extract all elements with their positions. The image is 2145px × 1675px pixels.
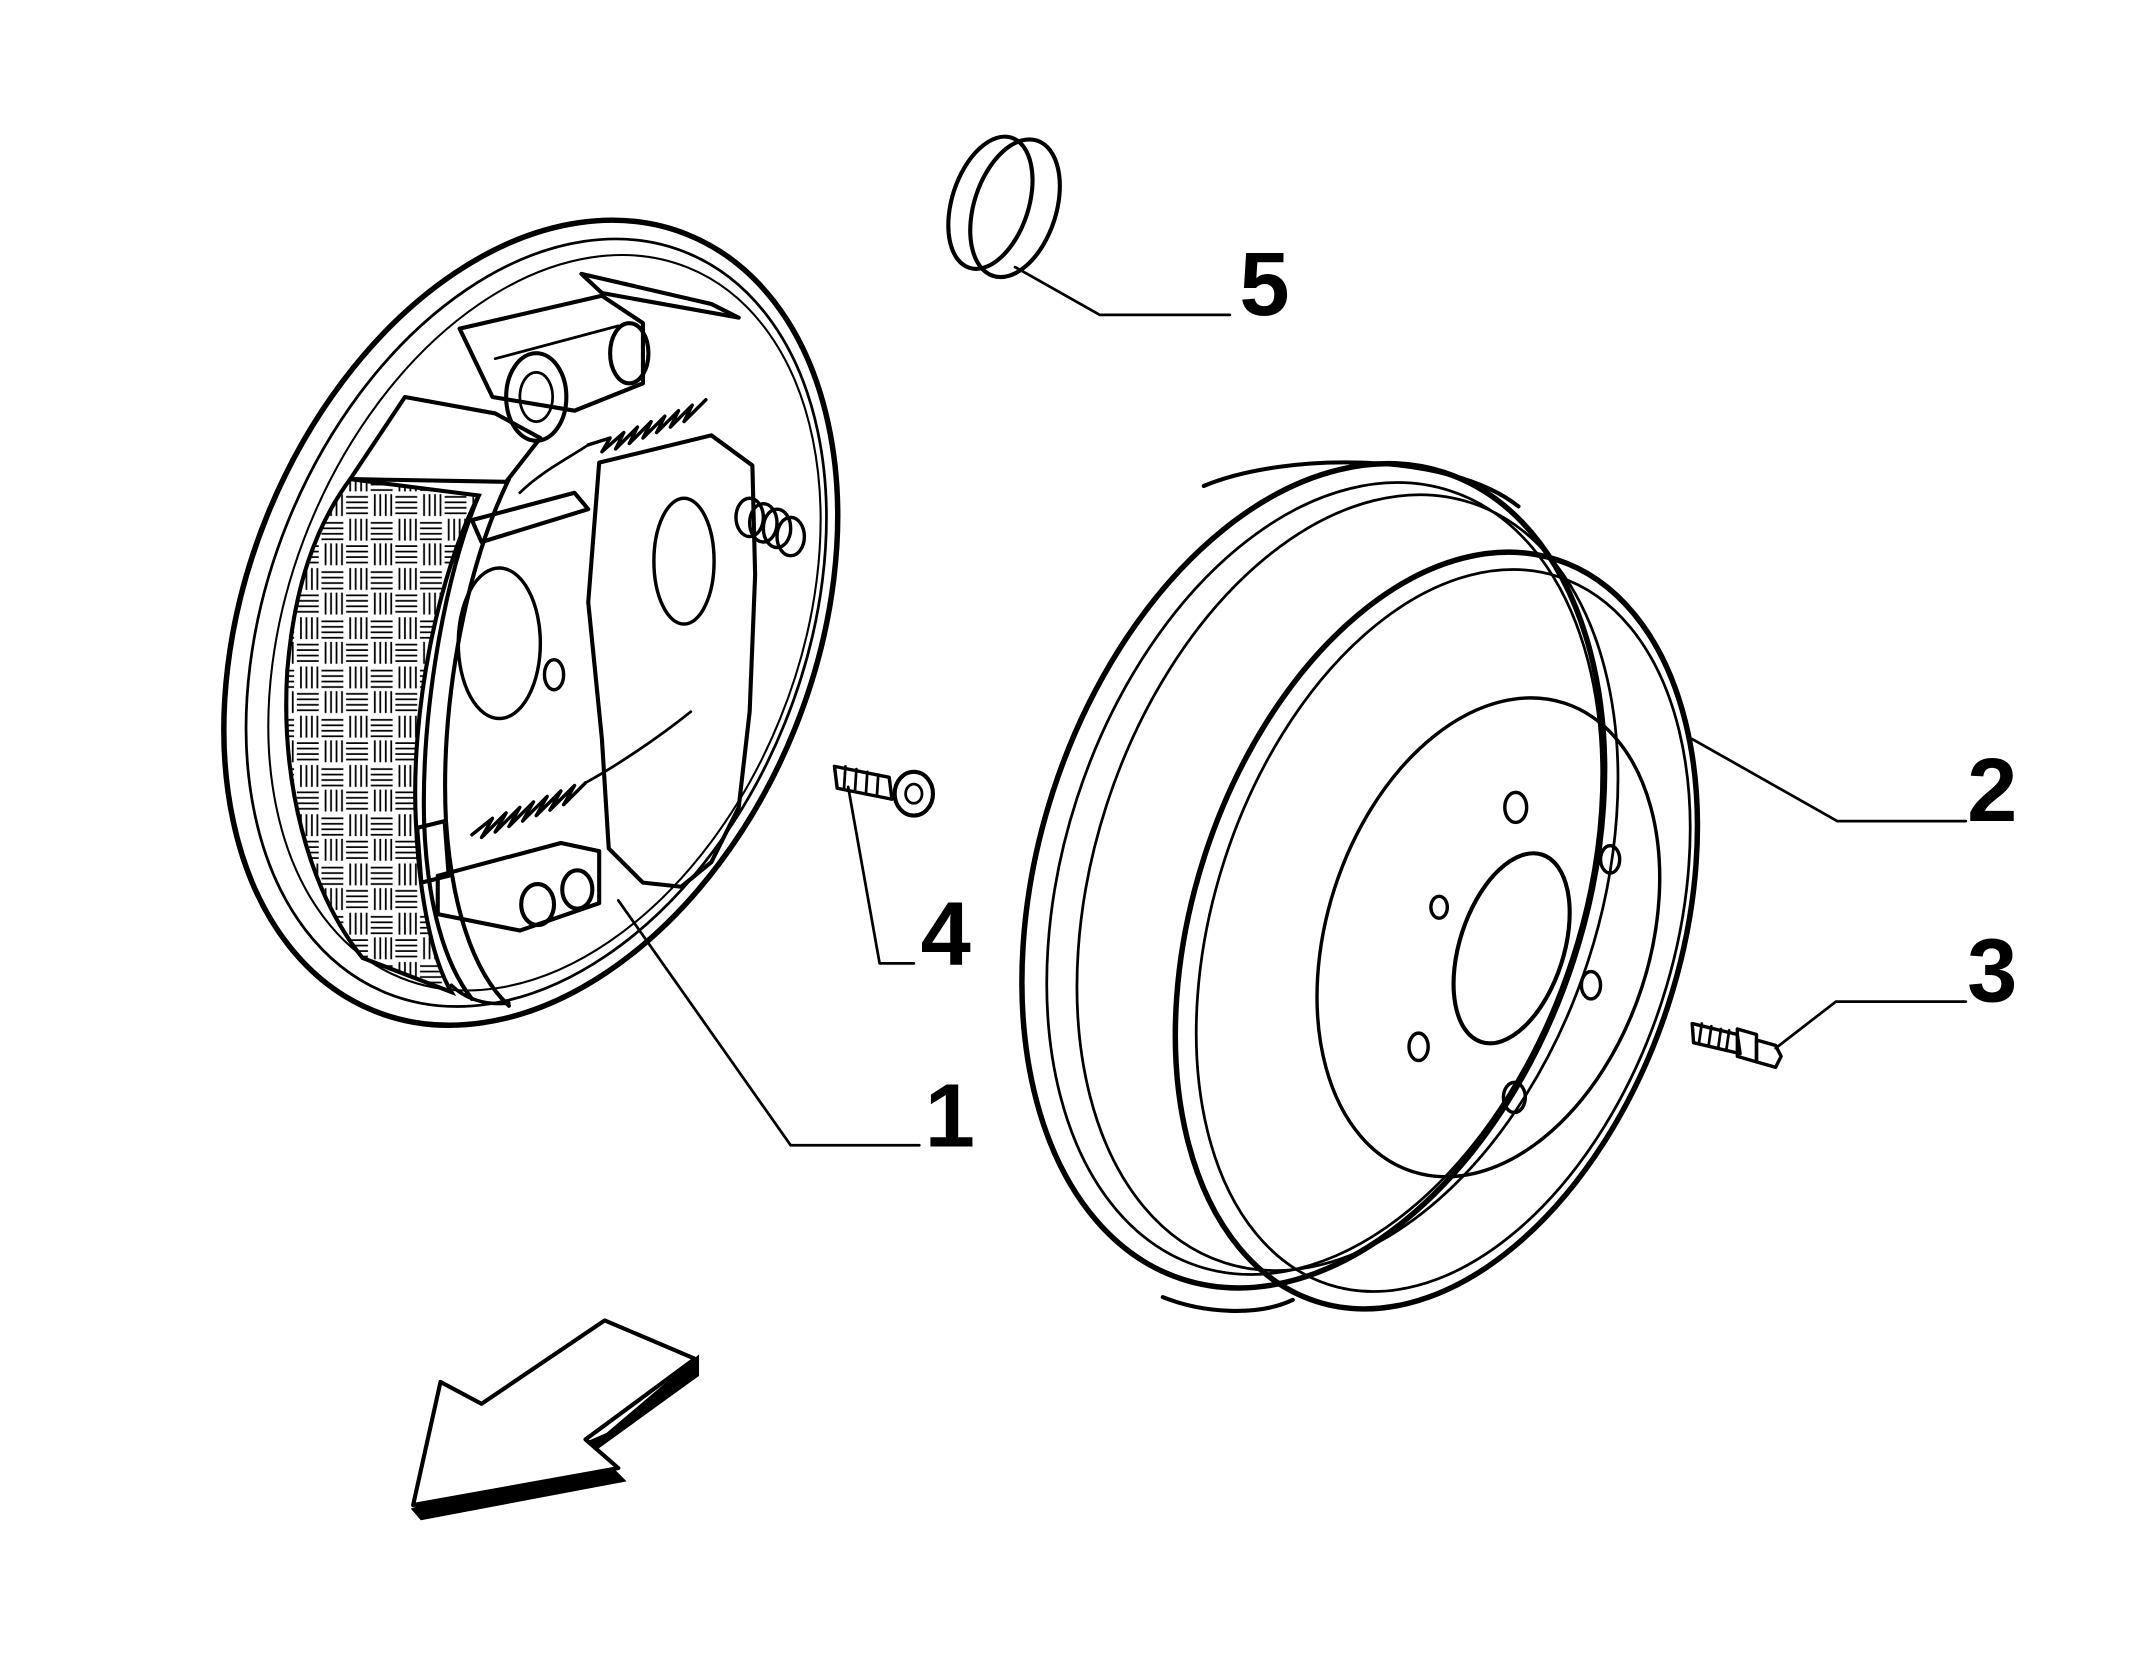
callout-2: 2: [1967, 740, 2017, 841]
upper-return-spring: [518, 398, 708, 495]
wheel-cylinder: [457, 293, 651, 443]
lower-return-spring: [470, 710, 693, 840]
adjuster-spring: [734, 496, 807, 558]
bleed-screw: [832, 764, 936, 818]
wheel-stud: [1690, 1021, 1783, 1070]
hub-cap: [946, 134, 1062, 280]
callout-3: 3: [1967, 921, 2017, 1022]
callout-5: 5: [1239, 234, 1289, 335]
callout-4: 4: [921, 884, 971, 985]
leader-lines: [616, 265, 1968, 1147]
brake-drum: [1019, 460, 1701, 1313]
callout-1: 1: [925, 1066, 975, 1167]
brake-shoe-assembly: [221, 217, 841, 1028]
direction-arrow-icon: [410, 1318, 700, 1521]
